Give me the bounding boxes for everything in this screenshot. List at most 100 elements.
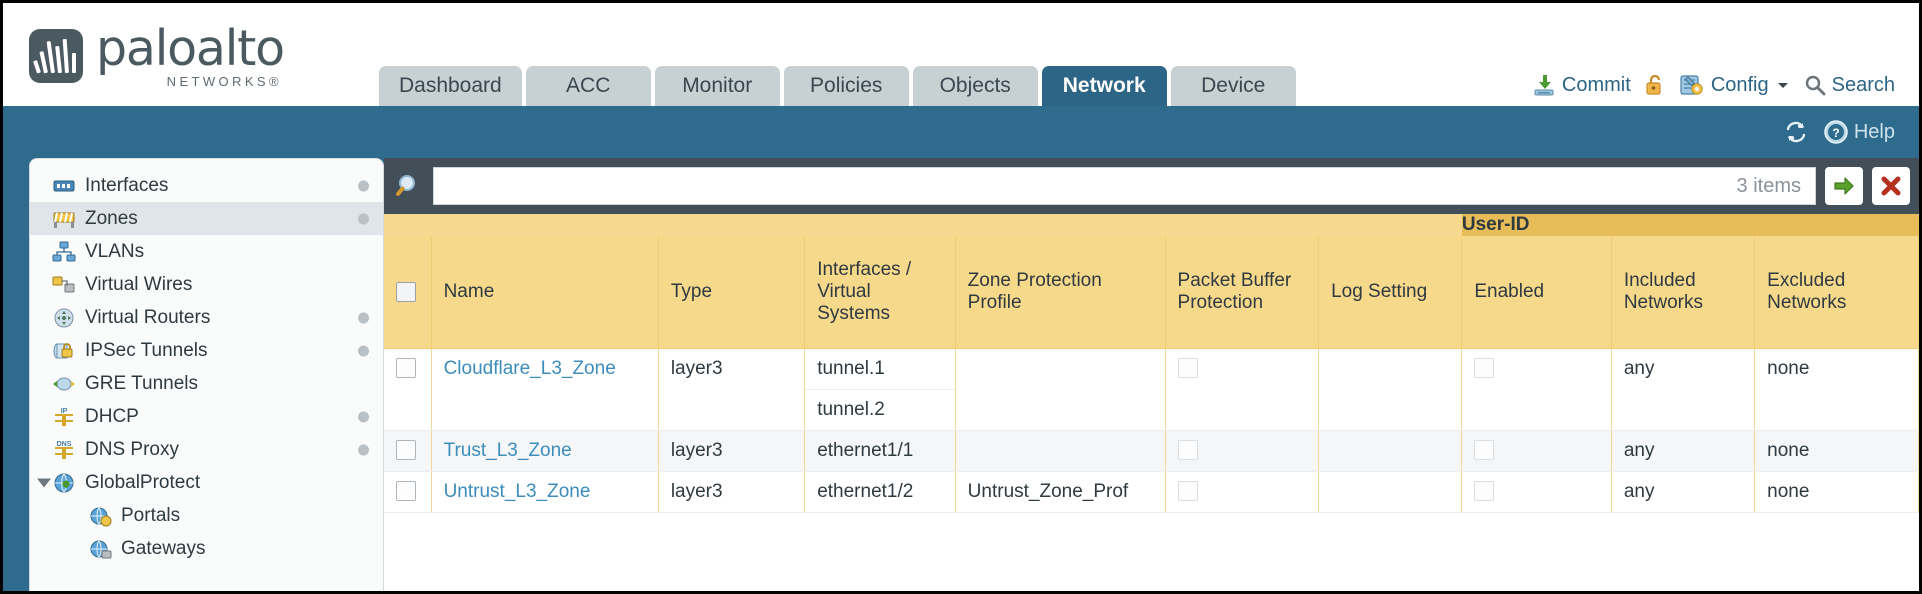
- zone-name-link[interactable]: Untrust_L3_Zone: [443, 480, 591, 502]
- gateways-icon: [88, 538, 112, 560]
- row-select-cell: [384, 471, 432, 513]
- cell-packet-buffer-protection: [1165, 471, 1320, 513]
- row-select-cell: [384, 430, 432, 472]
- svg-text:IP: IP: [61, 408, 68, 415]
- brand-name: paloalto: [96, 20, 285, 77]
- row-checkbox[interactable]: [396, 440, 416, 461]
- zone-name-link[interactable]: Trust_L3_Zone: [443, 439, 572, 461]
- unlock-icon: [1644, 73, 1666, 97]
- status-dot: [358, 312, 369, 323]
- tab-network[interactable]: Network: [1041, 66, 1167, 106]
- zones-table-wrapper: User-ID Name Type Interfaces / Virtual S…: [384, 214, 1919, 591]
- sidebar-item-dns-proxy[interactable]: DNS DNS Proxy: [30, 433, 383, 466]
- search-magnifier-icon[interactable]: [394, 171, 424, 201]
- zones-table-body: Cloudflare_L3_Zone layer3 tunnel.1 tunne…: [384, 348, 1919, 513]
- blue-toolbar: ? Help: [3, 106, 1919, 158]
- tab-monitor-label: Monitor: [682, 74, 753, 97]
- userid-enabled-checkbox[interactable]: [1474, 481, 1495, 502]
- cell-excluded-networks: none: [1754, 471, 1919, 513]
- col-header-included-networks[interactable]: Included Networks: [1611, 236, 1756, 349]
- status-dot: [358, 411, 369, 422]
- col-header-interfaces[interactable]: Interfaces / Virtual Systems: [804, 236, 956, 349]
- sidebar-item-label: Virtual Wires: [85, 273, 193, 295]
- portals-icon: [88, 505, 112, 527]
- table-row[interactable]: Trust_L3_Zone layer3 ethernet1/1: [384, 430, 1919, 472]
- apply-filter-button[interactable]: [1825, 167, 1863, 205]
- commit-icon: [1532, 73, 1556, 97]
- zones-icon: [52, 208, 76, 230]
- packet-buffer-protection-checkbox[interactable]: [1177, 481, 1198, 502]
- tab-dashboard-label: Dashboard: [398, 74, 502, 97]
- col-header-log-setting[interactable]: Log Setting: [1318, 236, 1463, 349]
- tab-policies[interactable]: Policies: [783, 66, 909, 106]
- cell-zone-protection-profile: [955, 430, 1166, 472]
- sidebar-item-portals[interactable]: Portals: [30, 499, 383, 532]
- cell-name: Trust_L3_Zone: [431, 430, 659, 472]
- cell-type: layer3: [658, 471, 806, 513]
- tab-dashboard[interactable]: Dashboard: [378, 66, 522, 106]
- col-header-userid-enabled[interactable]: Enabled: [1461, 236, 1612, 349]
- sidebar-item-zones[interactable]: Zones: [30, 202, 383, 235]
- table-row[interactable]: Cloudflare_L3_Zone layer3 tunnel.1 tunne…: [384, 348, 1919, 431]
- tab-device[interactable]: Device: [1170, 66, 1296, 106]
- top-actions: Commit: [1532, 73, 1919, 106]
- sidebar-item-ipsec-tunnels[interactable]: IPSec Tunnels: [30, 334, 383, 367]
- dns-proxy-icon: DNS: [52, 439, 76, 461]
- cell-packet-buffer-protection: [1165, 430, 1320, 472]
- cell-userid-enabled: [1461, 430, 1612, 472]
- search-row: 3 items: [384, 158, 1919, 214]
- col-header-excluded-networks[interactable]: Excluded Networks: [1754, 236, 1919, 349]
- sidebar-item-virtual-routers[interactable]: Virtual Routers: [30, 301, 383, 334]
- col-header-name[interactable]: Name: [431, 236, 659, 349]
- sidebar-item-virtual-wires[interactable]: Virtual Wires: [30, 268, 383, 301]
- commit-button[interactable]: Commit: [1532, 73, 1631, 97]
- expand-twisty-icon[interactable]: [37, 478, 51, 487]
- sidebar-item-dhcp[interactable]: IP DHCP: [30, 400, 383, 433]
- lock-button[interactable]: [1644, 73, 1666, 97]
- search-input[interactable]: 3 items: [433, 167, 1816, 205]
- select-all-checkbox[interactable]: [396, 281, 416, 302]
- table-row[interactable]: Untrust_L3_Zone layer3 ethernet1/2 Untru…: [384, 471, 1919, 513]
- sidebar-item-vlans[interactable]: VLANs: [30, 235, 383, 268]
- sidebar-item-label: IPSec Tunnels: [85, 339, 208, 361]
- userid-enabled-checkbox[interactable]: [1474, 358, 1495, 379]
- row-checkbox[interactable]: [396, 358, 416, 379]
- tab-objects[interactable]: Objects: [912, 66, 1038, 106]
- packet-buffer-protection-checkbox[interactable]: [1177, 358, 1198, 379]
- interface-item: ethernet1/2: [817, 480, 914, 502]
- userid-enabled-checkbox[interactable]: [1474, 440, 1495, 461]
- sidebar-item-label: GRE Tunnels: [85, 372, 198, 394]
- table-header-row: Name Type Interfaces / Virtual Systems Z…: [384, 236, 1919, 349]
- tab-device-label: Device: [1201, 74, 1266, 97]
- zones-table: User-ID Name Type Interfaces / Virtual S…: [384, 214, 1919, 513]
- cell-interfaces: tunnel.1 tunnel.2: [804, 348, 956, 431]
- refresh-icon[interactable]: [1783, 119, 1809, 145]
- virtual-routers-icon: [52, 307, 76, 329]
- tab-acc[interactable]: ACC: [525, 66, 651, 106]
- status-dot: [358, 213, 369, 224]
- col-header-packet-buffer-protection[interactable]: Packet Buffer Protection: [1165, 236, 1320, 349]
- brand-subtitle: NETWORKS®: [166, 74, 282, 89]
- sidebar-item-gre-tunnels[interactable]: GRE Tunnels: [30, 367, 383, 400]
- sidebar-item-globalprotect[interactable]: GlobalProtect: [30, 466, 383, 499]
- row-checkbox[interactable]: [396, 481, 416, 502]
- sidebar-item-label: Virtual Routers: [85, 306, 211, 328]
- help-button[interactable]: ? Help: [1823, 119, 1895, 145]
- sidebar-item-gateways[interactable]: Gateways: [30, 532, 383, 565]
- packet-buffer-protection-checkbox[interactable]: [1177, 440, 1198, 461]
- tab-monitor[interactable]: Monitor: [654, 66, 780, 106]
- zone-name-link[interactable]: Cloudflare_L3_Zone: [443, 357, 616, 379]
- dhcp-icon: IP: [52, 406, 76, 428]
- col-header-zone-protection-profile[interactable]: Zone Protection Profile: [955, 236, 1166, 349]
- sidebar-item-interfaces[interactable]: Interfaces: [30, 169, 383, 202]
- interface-item: ethernet1/1: [817, 439, 914, 461]
- config-menu-button[interactable]: Config: [1679, 73, 1791, 97]
- tab-acc-label: ACC: [566, 74, 611, 97]
- search-label: Search: [1831, 73, 1895, 96]
- search-button[interactable]: Search: [1804, 74, 1895, 97]
- sidebar-item-label: Gateways: [121, 537, 206, 559]
- globalprotect-icon: [52, 472, 76, 494]
- clear-filter-button[interactable]: [1872, 167, 1910, 205]
- col-header-type[interactable]: Type: [658, 236, 806, 349]
